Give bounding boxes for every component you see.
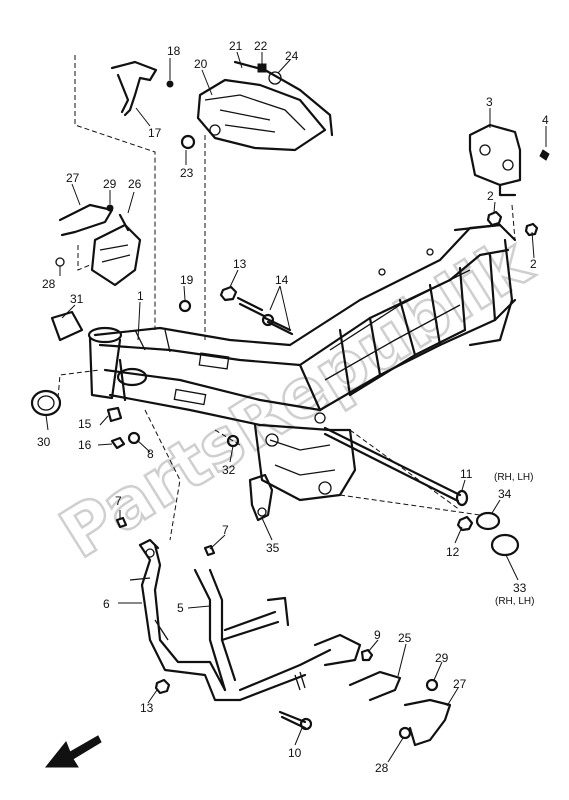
callout-27-top: 27: [66, 171, 80, 185]
callout-2-upper: 2: [487, 189, 494, 203]
callout-10: 10: [288, 746, 302, 760]
bracket-3: [468, 123, 550, 197]
callout-35: 35: [266, 541, 280, 555]
callout-11: 11: [460, 467, 473, 481]
callout-8: 8: [147, 447, 154, 461]
callout-4: 4: [542, 113, 549, 127]
callout-9: 9: [374, 628, 381, 642]
callout-13-top: 13: [233, 257, 247, 271]
callout-7-right: 7: [222, 523, 229, 537]
callout-24: 24: [285, 49, 299, 63]
callout-27-bottom: 27: [453, 677, 467, 691]
callout-19: 19: [180, 273, 194, 287]
callout-26: 26: [128, 177, 142, 191]
callout-31: 31: [70, 292, 84, 306]
main-frame: [87, 223, 517, 502]
cap-30: [30, 389, 62, 417]
note-rh-lh-top: (RH, LH): [494, 472, 533, 483]
callout-33: 33: [513, 581, 527, 595]
callout-29-top: 29: [103, 177, 117, 191]
callout-labels: 18 17 20 21 22 24 23 3 4 27 29 26 28 2 2…: [37, 39, 549, 775]
callout-28-top: 28: [42, 277, 56, 291]
callout-6: 6: [103, 597, 110, 611]
note-rh-lh-bottom: (RH, LH): [495, 596, 534, 607]
rubber-31: [50, 310, 84, 342]
footrest-bracket-left: [55, 203, 142, 287]
callout-29-bottom: 29: [435, 651, 449, 665]
callout-13-bottom: 13: [140, 701, 154, 715]
leader-lines: [45, 51, 547, 763]
callout-30: 30: [37, 435, 51, 449]
callout-28-bottom: 28: [375, 761, 389, 775]
bracket-17: [110, 60, 174, 117]
callout-12: 12: [446, 545, 460, 559]
assembly-guide-lines: [57, 55, 516, 541]
callout-23: 23: [180, 166, 194, 180]
callout-1: 1: [137, 289, 144, 303]
callout-16: 16: [78, 438, 92, 452]
callout-22: 22: [254, 39, 268, 53]
callout-7-left: 7: [115, 494, 122, 508]
rear-cover: [180, 60, 334, 152]
front-direction-arrow-icon: [44, 735, 102, 768]
callout-15: 15: [78, 417, 92, 431]
callout-34: 34: [498, 487, 512, 501]
callout-18: 18: [167, 44, 181, 58]
callout-32: 32: [222, 463, 236, 477]
callout-2-right: 2: [530, 257, 537, 271]
callout-5: 5: [177, 601, 184, 615]
callout-25: 25: [398, 631, 412, 645]
callout-3: 3: [486, 95, 493, 109]
callout-20: 20: [194, 57, 208, 71]
callout-17: 17: [148, 126, 162, 140]
lower-cradle: [129, 538, 362, 702]
callout-14: 14: [275, 273, 289, 287]
callout-21: 21: [229, 39, 243, 53]
